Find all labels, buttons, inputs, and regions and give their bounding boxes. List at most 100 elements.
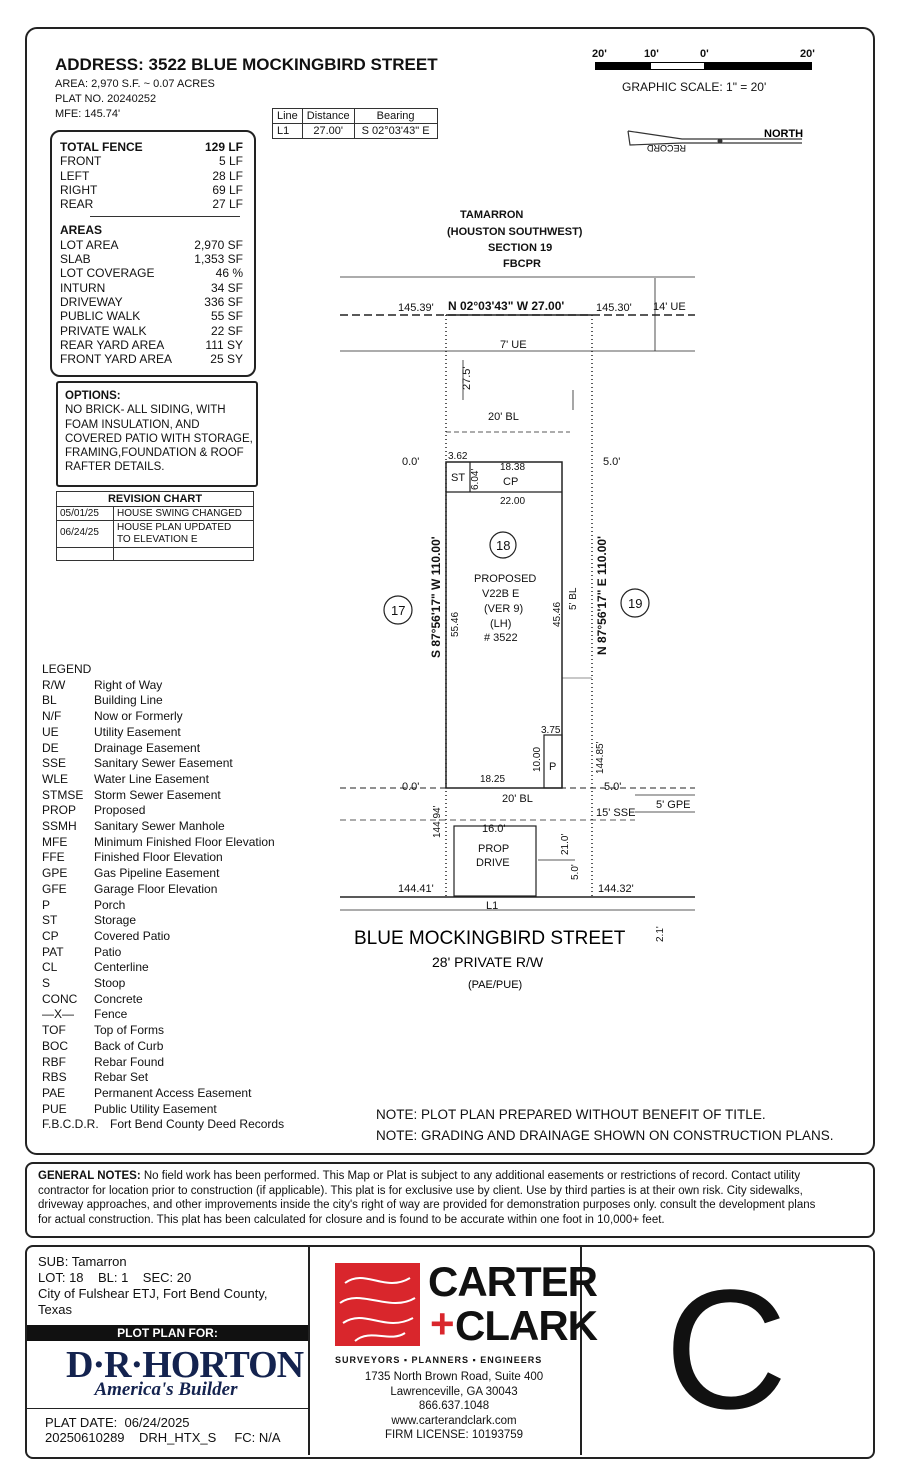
elevation: 144.85' [595,741,606,774]
legend-desc: Building Line [94,693,163,708]
legend-abbr: DE [42,740,59,755]
legend-abbr: PAT [42,944,64,959]
line-table-header: Line [272,108,303,124]
legend-abbr: PAE [42,1085,66,1100]
legend-abbr: TOF [42,1023,66,1038]
legend-abbr: BL [42,693,57,708]
area-value: 336 SF [204,294,243,309]
legend-desc: Finished Floor Elevation [94,850,223,865]
plot-drawing: TAMARRON (HOUSTON SOUTHWEST) SECTION 19 … [340,209,695,991]
street-name: BLUE MOCKINGBIRD STREET [354,928,626,949]
legend-desc: Concrete [94,991,143,1006]
drive-label: PROP [478,843,509,855]
lot-number: 18 [496,538,510,553]
legend-item: PUE Public Utility Easement [42,1102,292,1118]
scale-tick: 20' [592,48,607,60]
project-info: SUB: Tamarron LOT: 18 BL: 1 SEC: 20 City… [38,1254,268,1318]
revision-date: 05/01/25 [57,507,114,520]
porch-label: P [549,761,556,773]
address-line: ADDRESS: 3522 BLUE MOCKINGBIRD STREET [55,55,438,75]
area-label: LOT AREA [60,237,119,252]
area-label: FRONT YARD AREA [60,352,173,367]
graphic-scale: 20' 10' 0' 20' GRAPHIC SCALE: 1" = 20' [592,48,818,94]
area-value: 22 SF [210,323,243,338]
building-line-label: 5' BL [568,587,579,610]
area-label: DRIVEWAY [60,294,123,309]
dimension: 0.0' [402,781,419,793]
legend-abbr: RBS [42,1070,67,1085]
title-divider [308,1247,310,1455]
dimension: 27.5' [461,366,473,390]
fence-value: 69 LF [212,182,243,197]
easement-label: 14' UE [653,301,686,313]
main-sheet [25,27,875,1155]
legend-desc: Gas Pipeline Easement [94,866,220,881]
area-value: 25 SY [210,352,243,367]
options-line: FOAM INSULATION, AND [65,418,200,431]
dimension: 2.1' [655,926,666,942]
legend-abbr: R/W [42,677,66,692]
legend-desc: Sanitary Sewer Easement [94,756,233,771]
options-line: RAFTER DETAILS. [65,461,165,474]
house-label: PROPOSED [474,573,536,585]
legend-abbr: STMSE [42,787,84,802]
lot-info: LOT: 18 BL: 1 SEC: 20 [38,1270,192,1285]
legend-abbr: GPE [42,866,68,881]
legend-abbr: BOC [42,1038,69,1053]
area-value: 55 SF [210,309,243,324]
client-tagline: America's Builder [94,1379,238,1400]
legend-abbr: N/F [42,709,62,724]
legend-desc: Garage Floor Elevation [94,881,218,896]
divider [27,1408,308,1409]
company-logo-mark [335,1263,420,1346]
legend-desc: Public Utility Easement [94,1101,217,1116]
house-label: (LH) [490,618,511,630]
dimension: 5.0' [570,864,581,880]
legend-desc: Covered Patio [94,928,171,943]
legend-item: F.B.C.D.R.Fort Bend County Deed Records [42,1117,292,1133]
legend-abbr: ST [42,913,58,928]
storage-label: ST [451,472,465,484]
legend-title: LEGEND [42,662,92,676]
dimension: 0.0' [402,456,419,468]
lot-number: 17 [391,603,405,618]
legend-desc: Permanent Access Easement [94,1085,252,1100]
dimension: 5.0' [604,781,621,793]
house-label: (VER 9) [484,603,523,615]
fence-title: TOTAL FENCE [60,140,143,154]
fence-label: REAR [60,197,94,212]
plat-number: PLAT NO. 20240252 [55,93,157,105]
scale-tick: 20' [800,48,815,60]
legend-item: GPE Gas Pipeline Easement [42,866,292,882]
line-label: L1 [486,900,498,912]
scale-tick: 0' [700,48,709,60]
fence-label: FRONT [60,154,102,169]
legend-abbr: PUE [42,1101,67,1116]
company-plus: + [430,1300,455,1347]
general-notes: GENERAL NOTES: No field work has been pe… [38,1169,860,1228]
general-notes-label: GENERAL NOTES: [38,1170,141,1182]
dimension: 22.00 [500,496,525,507]
area-value: 46 % [215,266,243,281]
north-arrow: NORTH RECORD [627,128,803,153]
area-text: AREA: 2,970 S.F. ~ 0.07 ACRES [55,78,215,90]
general-notes-box [25,1162,875,1238]
elevation: 145.39' [398,302,434,314]
client-logo: D·R·HORTON [66,1344,304,1386]
scale-bar [595,62,812,70]
legend-item: PAE Permanent Access Easement [42,1086,292,1102]
legend-desc: Storage [94,913,137,928]
